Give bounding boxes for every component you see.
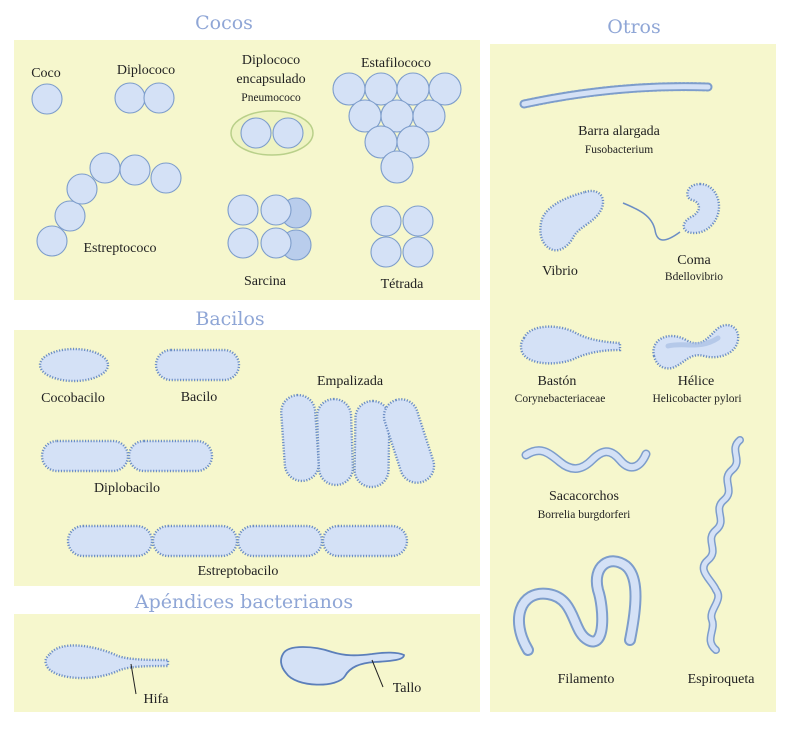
diplococo-encapsulado-figure: Diplococo encapsulado Pneumococo [230,53,314,156]
tallo-label: Tallo [393,681,422,696]
bacilo-label: Bacilo [181,390,218,405]
fusobacterium-label: Fusobacterium [585,144,653,156]
espiroqueta-figure: Espiroqueta [688,436,756,687]
coco-figure: Coco [31,66,63,115]
sarcina-label: Sarcina [244,274,287,289]
empalizada-label: Empalizada [317,374,384,389]
bdellovibrio-label: Bdellovibrio [665,271,723,283]
diplobacilo-label: Diplobacilo [94,481,160,496]
diplobacilo-figure: Diplobacilo [40,439,214,496]
barra-alargada-label: Barra alargada [578,124,661,139]
bacilos-title: Bacilos [195,308,264,330]
bacilo-figure: Bacilo [154,348,241,405]
filamento-label: Filamento [558,672,615,687]
helicobacter-label: Helicobacter pylori [652,393,741,405]
diplococo-figure: Diplococo [114,63,175,114]
apendices-title: Apéndices bacterianos [134,591,353,613]
cocobacilo-figure: Cocobacilo [38,347,110,406]
sacacorchos-label: Sacacorchos [549,489,619,504]
espiroqueta-label: Espiroqueta [688,672,756,687]
coma-label: Coma [677,253,711,268]
sacacorchos-figure: Sacacorchos Borrelia burgdorferi [521,446,651,521]
borrelia-label: Borrelia burgdorferi [538,509,631,521]
estafilococo-label: Estafilococo [361,56,431,71]
vibrio-label: Vibrio [542,264,578,279]
otros-title: Otros [607,16,660,38]
helice-figure: Hélice Helicobacter pylori [652,323,742,405]
coco-label: Coco [31,66,61,81]
estreptobacilo-label: Estreptobacilo [198,564,279,579]
estreptococo-label: Estreptococo [83,241,156,256]
diplococo-encapsulado-label-2: encapsulado [236,72,305,87]
baston-label: Bastón [538,374,577,389]
hifa-label: Hifa [144,692,170,707]
barra-alargada-figure: Barra alargada Fusobacterium [519,82,713,156]
corynebacteriaceae-label: Corynebacteriaceae [515,393,606,405]
baston-figure: Bastón Corynebacteriaceae [515,325,622,405]
pneumococo-label: Pneumococo [241,92,301,104]
estafilococo-figure: Estafilococo [332,56,462,184]
estreptobacilo-figure: Estreptobacilo [66,524,409,579]
cocos-title: Cocos [195,12,253,34]
sarcina-figure: Sarcina [227,194,312,289]
estreptococo-figure: Estreptococo [36,152,182,257]
coma-figure: Coma Bdellovibrio [622,182,723,283]
diplococo-label: Diplococo [117,63,175,78]
cocobacilo-label: Cocobacilo [41,391,105,406]
tallo-figure: Tallo [280,646,422,696]
tetrada-figure: Tétrada [370,205,434,292]
empalizada-figure: Empalizada [279,374,436,489]
diplococo-encapsulado-label-1: Diplococo [242,53,300,68]
vibrio-figure: Vibrio [539,189,605,279]
helice-label: Hélice [678,374,715,389]
filamento-figure: Filamento [513,555,642,687]
hifa-figure: Hifa [44,644,170,707]
tetrada-label: Tétrada [381,277,425,292]
